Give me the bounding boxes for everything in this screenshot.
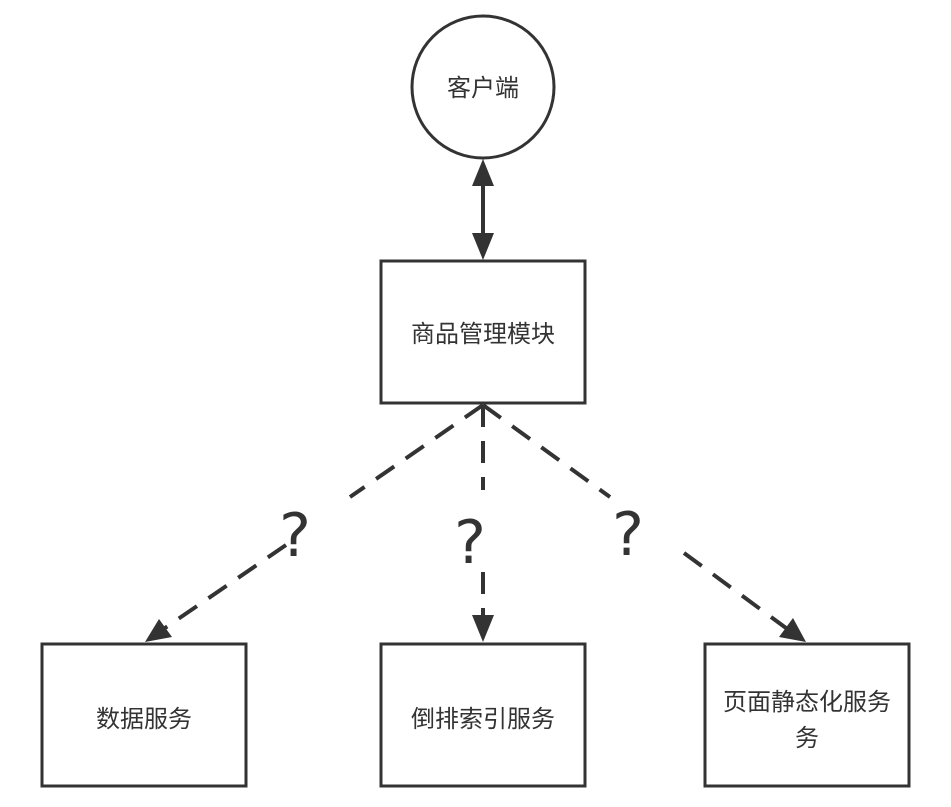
edge-module-data-upper	[348, 403, 485, 499]
question-mark-center: ?	[454, 508, 486, 578]
client-circle	[410, 14, 556, 160]
arrowhead-up	[472, 159, 494, 186]
edge-module-static-lower	[682, 551, 788, 630]
index-service-label: 倒排索引服务	[411, 705, 555, 733]
edge-module-data: ?	[145, 403, 485, 642]
edge-module-static: ?	[481, 403, 806, 642]
node-client: 客户端	[410, 14, 556, 160]
node-product-module: 商品管理模块	[379, 259, 587, 405]
edge-module-index: ?	[454, 405, 494, 642]
node-static-service: 页面静态化服务 务	[703, 642, 911, 788]
edge-module-data-lower	[163, 543, 288, 630]
question-mark-right: ?	[612, 500, 644, 570]
arrowhead-down	[472, 233, 494, 260]
question-mark-left: ?	[279, 501, 311, 571]
node-data-service: 数据服务	[40, 642, 248, 788]
arrowhead-index	[472, 615, 494, 642]
arrowhead-data	[145, 619, 172, 642]
node-index-service: 倒排索引服务	[379, 642, 587, 788]
static-service-box	[703, 642, 911, 788]
client-label: 客户端	[447, 74, 519, 102]
edge-client-module	[472, 159, 494, 260]
static-service-label-line2: 务	[795, 724, 819, 752]
edge-module-static-upper	[481, 403, 612, 499]
product-module-box	[379, 259, 587, 405]
index-service-box	[379, 642, 587, 788]
data-service-box	[40, 642, 248, 788]
static-service-label-line1: 页面静态化服务	[723, 688, 891, 716]
arrowhead-static	[779, 618, 806, 642]
data-service-label: 数据服务	[96, 705, 192, 733]
product-module-label: 商品管理模块	[411, 320, 555, 348]
